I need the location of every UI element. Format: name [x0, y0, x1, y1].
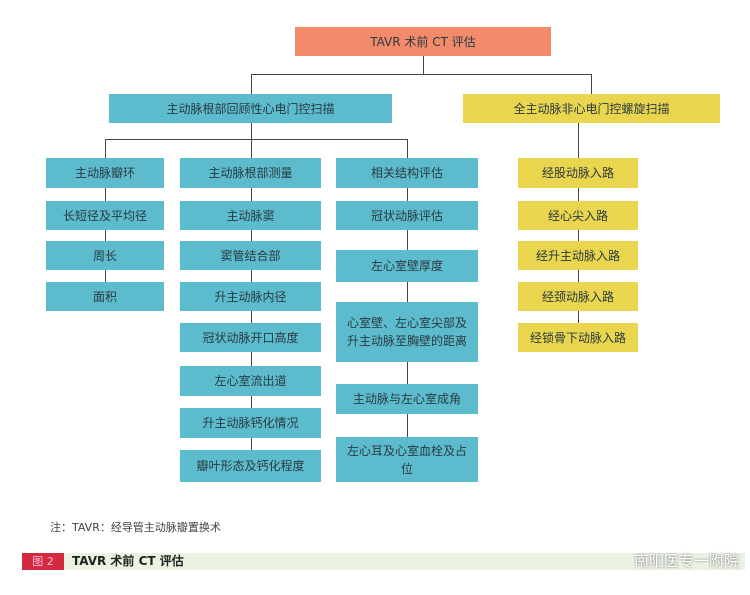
col2-node: 瓣叶形态及钙化程度 [180, 450, 321, 482]
left-branch-node: 主动脉根部回顾性心电门控扫描 [109, 94, 392, 123]
root-node: TAVR 术前 CT 评估 [295, 27, 551, 56]
col3-node: 左心耳及心室血栓及占位 [336, 437, 478, 482]
col1-node: 主动脉瓣环 [46, 158, 164, 188]
col3-node: 冠状动脉评估 [336, 201, 478, 230]
col2-node: 左心室流出道 [180, 366, 321, 396]
footnote: 注：TAVR：经导管主动脉瓣置换术 [50, 521, 221, 534]
col4-node: 经股动脉入路 [518, 158, 638, 188]
col3-node: 主动脉与左心室成角 [336, 384, 478, 414]
col2-node: 冠状动脉开口高度 [180, 323, 321, 352]
col4-node: 经锁骨下动脉入路 [518, 323, 638, 352]
col2-node: 主动脉窦 [180, 201, 321, 230]
col3-node: 心室壁、左心室尖部及升主动脉至胸壁的距离 [336, 302, 478, 362]
col4-node: 经升主动脉入路 [518, 241, 638, 270]
figure-title: TAVR 术前 CT 评估 [72, 554, 184, 568]
col2-node: 主动脉根部测量 [180, 158, 321, 188]
right-branch-node: 全主动脉非心电门控螺旋扫描 [463, 94, 720, 123]
watermark: 南阳医专一附院 [633, 552, 739, 570]
figure-label: 图 2 [22, 553, 64, 570]
col1-node: 长短径及平均径 [46, 201, 164, 230]
col1-node: 面积 [46, 282, 164, 311]
figure-caption-bar: 图 2 TAVR 术前 CT 评估 南阳医专一附院 [22, 552, 745, 570]
col1-node: 周长 [46, 241, 164, 270]
col4-node: 经颈动脉入路 [518, 282, 638, 311]
col2-node: 窦管结合部 [180, 241, 321, 270]
col3-node: 左心室壁厚度 [336, 250, 478, 282]
col2-node: 升主动脉钙化情况 [180, 408, 321, 438]
col4-node: 经心尖入路 [518, 201, 638, 230]
col3-node: 相关结构评估 [336, 158, 478, 188]
col2-node: 升主动脉内径 [180, 282, 321, 311]
